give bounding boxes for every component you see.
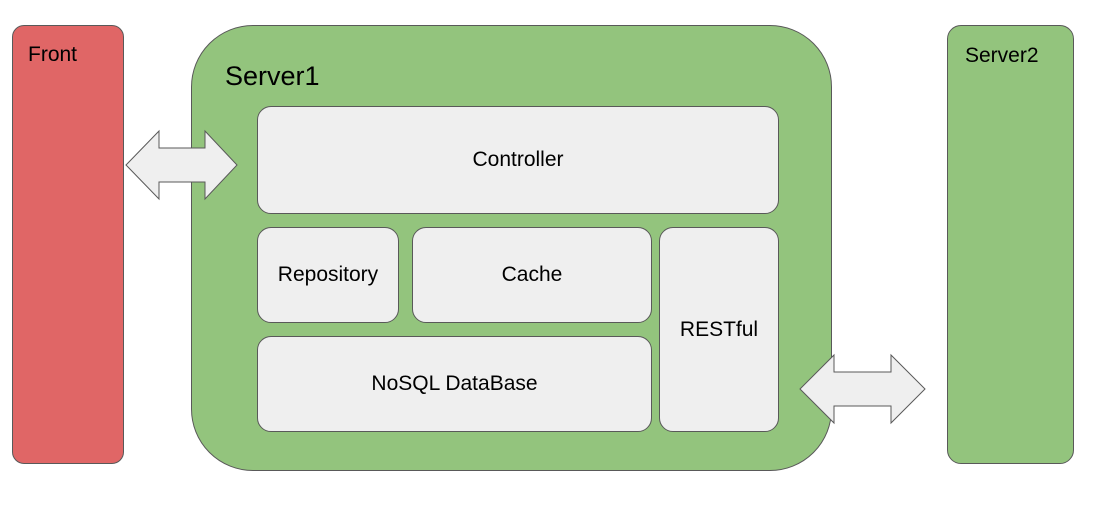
- front-block: Front: [12, 25, 124, 464]
- server2-label: Server2: [965, 44, 1039, 67]
- front-label: Front: [28, 43, 78, 66]
- front-controller-double-arrow: [125, 129, 238, 201]
- nosql-database-component: NoSQL DataBase: [257, 336, 652, 432]
- nosql-database-label: NoSQL DataBase: [371, 372, 538, 395]
- repository-component: Repository: [257, 227, 399, 323]
- restful-component: RESTful: [659, 227, 779, 432]
- restful-label: RESTful: [679, 317, 759, 341]
- controller-label: Controller: [472, 148, 564, 171]
- cache-component: Cache: [412, 227, 652, 323]
- server2-block: Server2: [947, 25, 1074, 464]
- server1-label: Server1: [225, 61, 320, 91]
- controller-component: Controller: [257, 106, 779, 214]
- cache-label: Cache: [501, 263, 563, 286]
- restful-server2-double-arrow: [799, 353, 926, 425]
- repository-label: Repository: [277, 263, 379, 286]
